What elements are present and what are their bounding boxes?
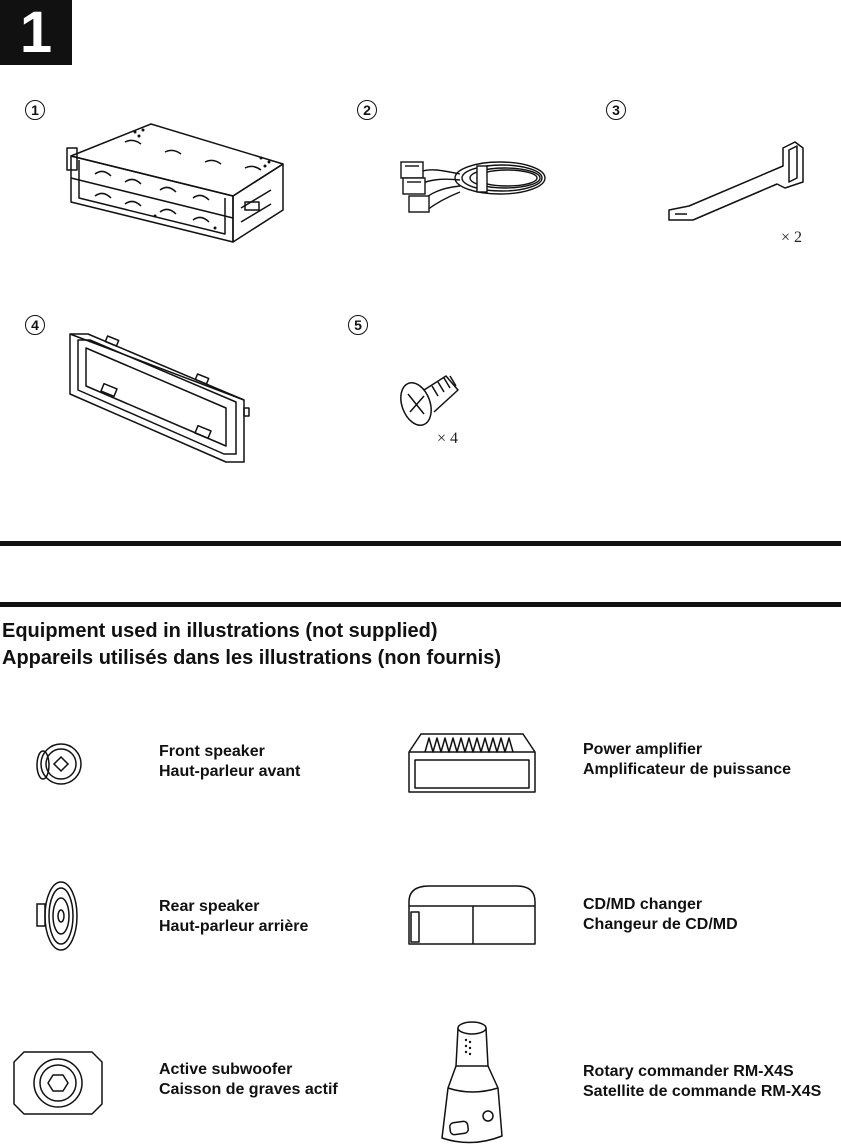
active-subwoofer-label: Active subwoofer Caisson de graves actif <box>159 1060 338 1100</box>
rear-speaker-name-fr: Haut-parleur arrière <box>159 918 309 935</box>
active-subwoofer-name-fr: Caisson de graves actif <box>159 1081 338 1098</box>
screw-illustration <box>400 375 459 426</box>
power-amplifier-label: Power amplifier Amplificateur de puissan… <box>583 740 791 780</box>
front-speaker-name-en: Front speaker <box>159 743 265 760</box>
rotary-commander-icon <box>441 1021 503 1144</box>
power-amplifier-name-en: Power amplifier <box>583 741 703 758</box>
section-divider-top <box>0 541 841 546</box>
power-amplifier-name-fr: Amplificateur de puissance <box>583 761 792 778</box>
part-number-4: 4 <box>25 315 45 335</box>
cd-md-changer-icon <box>408 885 536 945</box>
section-divider-bottom <box>0 602 841 607</box>
rear-speaker-icon <box>36 881 78 951</box>
front-speaker-icon <box>36 743 82 785</box>
equipment-heading-fr: Appareils utilisés dans les illustration… <box>2 647 501 669</box>
part-number-5: 5 <box>348 315 368 335</box>
cd-md-changer-label: CD/MD changer Changeur de CD/MD <box>583 895 738 935</box>
rear-speaker-name-en: Rear speaker <box>159 898 260 915</box>
front-speaker-label: Front speaker Haut-parleur avant <box>159 742 300 782</box>
part-number-3: 3 <box>606 100 626 120</box>
active-subwoofer-name-en: Active subwoofer <box>159 1061 293 1078</box>
release-key-quantity: × 2 <box>781 229 803 246</box>
cd-md-changer-name-fr: Changeur de CD/MD <box>583 916 738 933</box>
rotary-commander-name-fr: Satellite de commande RM-X4S <box>583 1083 822 1100</box>
rotary-commander-name-en: Rotary commander RM-X4S <box>583 1063 794 1080</box>
frame-illustration <box>69 333 250 463</box>
step-number-badge: 1 <box>0 0 72 65</box>
power-amplifier-icon <box>408 733 536 793</box>
active-subwoofer-icon <box>13 1051 103 1115</box>
part-number-1: 1 <box>25 100 45 120</box>
rotary-commander-label: Rotary commander RM-X4S Satellite de com… <box>583 1062 821 1102</box>
rear-speaker-label: Rear speaker Haut-parleur arrière <box>159 897 308 937</box>
screw-quantity: × 4 <box>437 430 459 447</box>
part-number-2: 2 <box>357 100 377 120</box>
equipment-heading-en: Equipment used in illustrations (not sup… <box>2 620 438 642</box>
power-connecting-lead-illustration <box>400 161 546 213</box>
front-speaker-name-fr: Haut-parleur avant <box>159 763 301 780</box>
release-key-illustration <box>668 141 804 221</box>
cd-md-changer-name-en: CD/MD changer <box>583 896 703 913</box>
mounting-sleeve-illustration <box>66 123 284 243</box>
